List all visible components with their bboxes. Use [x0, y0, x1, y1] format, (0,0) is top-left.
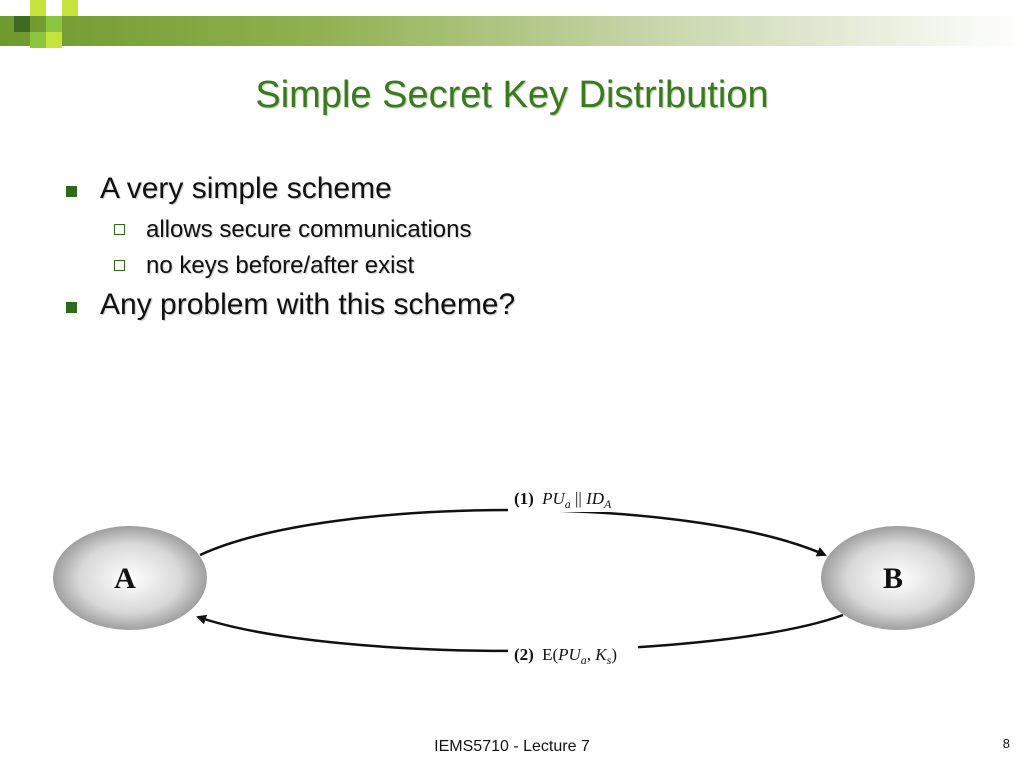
- hollow-square-icon: [114, 260, 125, 271]
- bullet-square-icon: [66, 186, 77, 197]
- bullet-item: A very simple scheme: [64, 172, 964, 206]
- decor-square: [62, 0, 78, 16]
- bullet-item: Any problem with this scheme?: [64, 288, 964, 322]
- message-2-label: (2) E(PUa, Ks): [514, 645, 617, 667]
- page-number: 8: [1002, 736, 1010, 751]
- label-background: [508, 640, 638, 668]
- node-b-label: B: [883, 562, 903, 595]
- slide-title: Simple Secret Key Distribution: [255, 74, 769, 116]
- sub-bullet-item: no keys before/after exist: [64, 252, 964, 280]
- bullet-text: Any problem with this scheme?: [100, 288, 516, 321]
- arrow-a-to-b: [199, 508, 827, 557]
- decor-square: [46, 32, 62, 48]
- bullet-square-icon: [66, 302, 77, 313]
- decor-square: [30, 32, 46, 48]
- key-distribution-diagram: (1) PUa || IDA (2) E(PUa, Ks) A B: [53, 484, 975, 668]
- bullet-text: A very simple scheme: [100, 172, 392, 205]
- bullet-list: A very simple scheme allows secure commu…: [64, 172, 964, 332]
- decor-square: [14, 16, 30, 32]
- message-1-label: (1) PUa || IDA: [514, 489, 612, 511]
- sub-bullet-item: allows secure communications: [64, 216, 964, 244]
- node-a: [53, 526, 207, 630]
- node-a-label: A: [114, 562, 136, 595]
- decor-square: [46, 16, 62, 32]
- slide-footer: IEMS5710 - Lecture 7: [434, 738, 590, 755]
- hollow-square-icon: [114, 224, 125, 235]
- sub-bullet-text: no keys before/after exist: [146, 252, 415, 279]
- header-gradient-bar: [0, 16, 1024, 46]
- label-background: [508, 484, 634, 512]
- decor-square: [30, 0, 46, 16]
- node-b: [821, 526, 975, 630]
- sub-bullet-text: allows secure communications: [146, 216, 472, 243]
